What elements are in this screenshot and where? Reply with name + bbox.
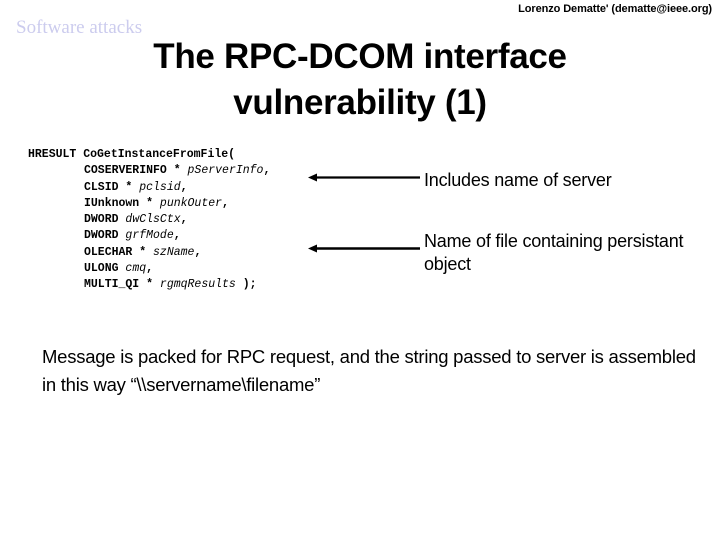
code-line: COSERVERINFO * pServerInfo, [28,163,270,179]
code-param-name: punkOuter [159,196,223,210]
annotation-server: Includes name of server [424,170,612,190]
code-type-token: ULONG [84,262,126,276]
code-line: DWORD grfMode, [28,228,270,244]
code-type-token: DWORD [84,213,126,227]
code-param-name: pclsid [139,180,181,194]
code-signature-block: HRESULT CoGetInstanceFromFile(COSERVERIN… [28,147,270,294]
code-punctuation: ); [235,278,257,292]
annotation-filename: Name of file containing persistant objec… [424,231,684,275]
page-title: The RPC-DCOM interface vulnerability (1) [60,34,660,125]
arrow-to-filename-param-icon [308,243,420,254]
code-type-token: IUnknown * [84,196,160,210]
page-title-line-2: vulnerability (1) [233,82,487,122]
code-line: DWORD dwClsCtx, [28,212,270,228]
page-title-line-1: The RPC-DCOM interface [153,37,567,76]
code-type-token: CLSID * [84,180,140,194]
code-type-token: OLECHAR * [84,245,154,259]
arrow-to-server-param-icon [308,172,420,183]
code-type-token: DWORD [84,229,126,243]
code-punctuation: , [146,262,154,276]
code-punctuation: , [263,164,271,178]
code-line: HRESULT CoGetInstanceFromFile( [28,147,270,163]
code-function-name: CoGetInstanceFromFile( [83,148,236,161]
summary-paragraph: Message is packed for RPC request, and t… [42,346,696,396]
author-credit: Lorenzo Dematte' (dematte@ieee.org) [518,3,712,15]
code-line: CLSID * pclsid, [28,180,270,196]
code-param-name: dwClsCtx [125,213,181,227]
code-line: MULTI_QI * rgmqResults ); [28,277,270,293]
code-param-name: grfMode [125,229,174,243]
code-param-name: cmq [125,262,147,276]
section-label: Software attacks [16,17,143,38]
code-type-token: COSERVERINFO * [84,164,188,178]
code-line: OLECHAR * szName, [28,245,270,261]
code-line: ULONG cmq, [28,261,270,277]
code-punctuation: , [173,229,181,243]
code-line: IUnknown * punkOuter, [28,196,270,212]
code-punctuation: , [194,245,202,259]
code-punctuation: , [180,213,188,227]
code-type-token: MULTI_QI * [84,278,160,292]
code-type-token: HRESULT [28,148,84,161]
code-punctuation: , [180,180,188,194]
code-punctuation: , [222,196,229,210]
code-param-name: szName [153,245,195,259]
code-param-name: rgmqResults [159,278,236,292]
code-param-name: pServerInfo [187,164,264,178]
